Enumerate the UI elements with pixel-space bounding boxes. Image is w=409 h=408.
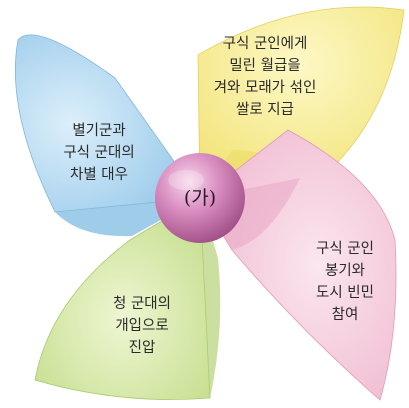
pink-petal-text: 구식 군인 봉기와 도시 빈민 참여 [316, 241, 374, 323]
green-petal [34, 197, 211, 400]
center-sphere [155, 153, 245, 243]
blue-petal-text: 별기군과 구식 군대의 차별 대우 [63, 123, 135, 183]
blue-petal [14, 34, 201, 213]
yellow-petal [197, 6, 405, 199]
yellow-petal-text: 구식 군인에게 밀린 월급을 겨와 모래가 섞인 쌀로 지급 [213, 36, 317, 118]
green-petal-text: 청 군대의 개입으로 진압 [113, 296, 171, 356]
center-label: (가) [183, 187, 217, 209]
